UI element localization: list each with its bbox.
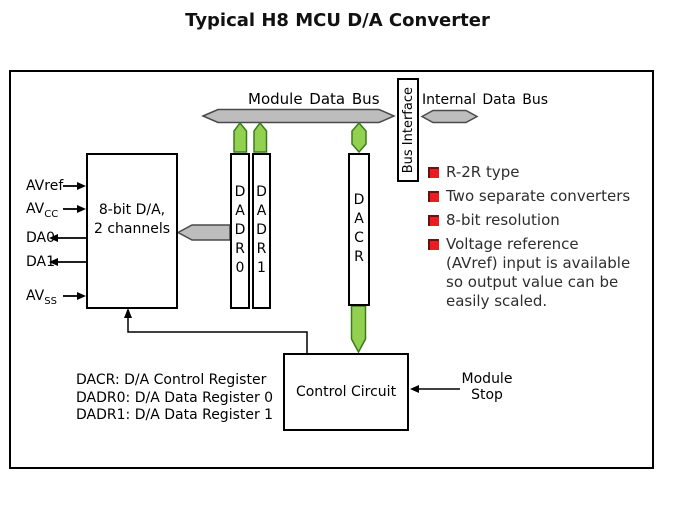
- bullet-icon: [428, 191, 439, 202]
- dac-block: 8-bit D/A, 2 channels: [86, 153, 178, 309]
- pin-label-avcc: AVCC: [26, 201, 59, 220]
- legend-line-dadr1: DADR1: D/A Data Register 1: [76, 407, 274, 423]
- internal-bus-label: Internal Data Bus: [422, 92, 549, 108]
- dacr-label: DACR: [351, 191, 367, 268]
- bullet-item: R-2R type: [428, 163, 650, 182]
- legend: DACR: D/A Control Register DADR0: D/A Da…: [76, 372, 273, 425]
- pin-label-da0: DA0: [26, 230, 56, 246]
- module-stop-label: Module Stop: [461, 371, 513, 403]
- page-title: Typical H8 MCU D/A Converter: [185, 10, 490, 31]
- bullet-item: 8-bit resolution: [428, 211, 650, 230]
- pin-label-avss: AVSS: [26, 288, 57, 307]
- bullet-icon: [428, 239, 439, 250]
- legend-line-dadr0: DADR0: D/A Data Register 0: [76, 389, 274, 406]
- dadr0-label: DADR0: [232, 183, 248, 279]
- bullet-item: Voltage reference (AVref) input is avail…: [428, 235, 650, 311]
- bullet-icon: [428, 215, 439, 226]
- control-circuit-label: Control Circuit: [295, 384, 397, 400]
- diagram-frame: [9, 70, 654, 469]
- dadr1-register: DADR1: [252, 153, 271, 309]
- dacr-register: DACR: [348, 153, 370, 306]
- bus-interface-label: Bus Interface: [400, 86, 416, 174]
- bullet-item: Two separate converters: [428, 187, 650, 206]
- dadr0-register: DADR0: [230, 153, 250, 309]
- legend-line-dacr: DACR: D/A Control Register: [76, 372, 267, 388]
- bus-interface-block: Bus Interface: [397, 78, 419, 182]
- bullet-list: R-2R type Two separate converters 8-bit …: [428, 163, 650, 311]
- pin-label-da1: DA1: [26, 254, 56, 270]
- pin-label-avref: AVref: [26, 178, 64, 194]
- bullet-icon: [428, 167, 439, 178]
- module-bus-label: Module Data Bus: [248, 90, 380, 108]
- control-circuit-block: Control Circuit: [283, 353, 409, 431]
- dac-block-label: 8-bit D/A, 2 channels: [93, 202, 171, 237]
- dadr1-label: DADR1: [253, 183, 270, 279]
